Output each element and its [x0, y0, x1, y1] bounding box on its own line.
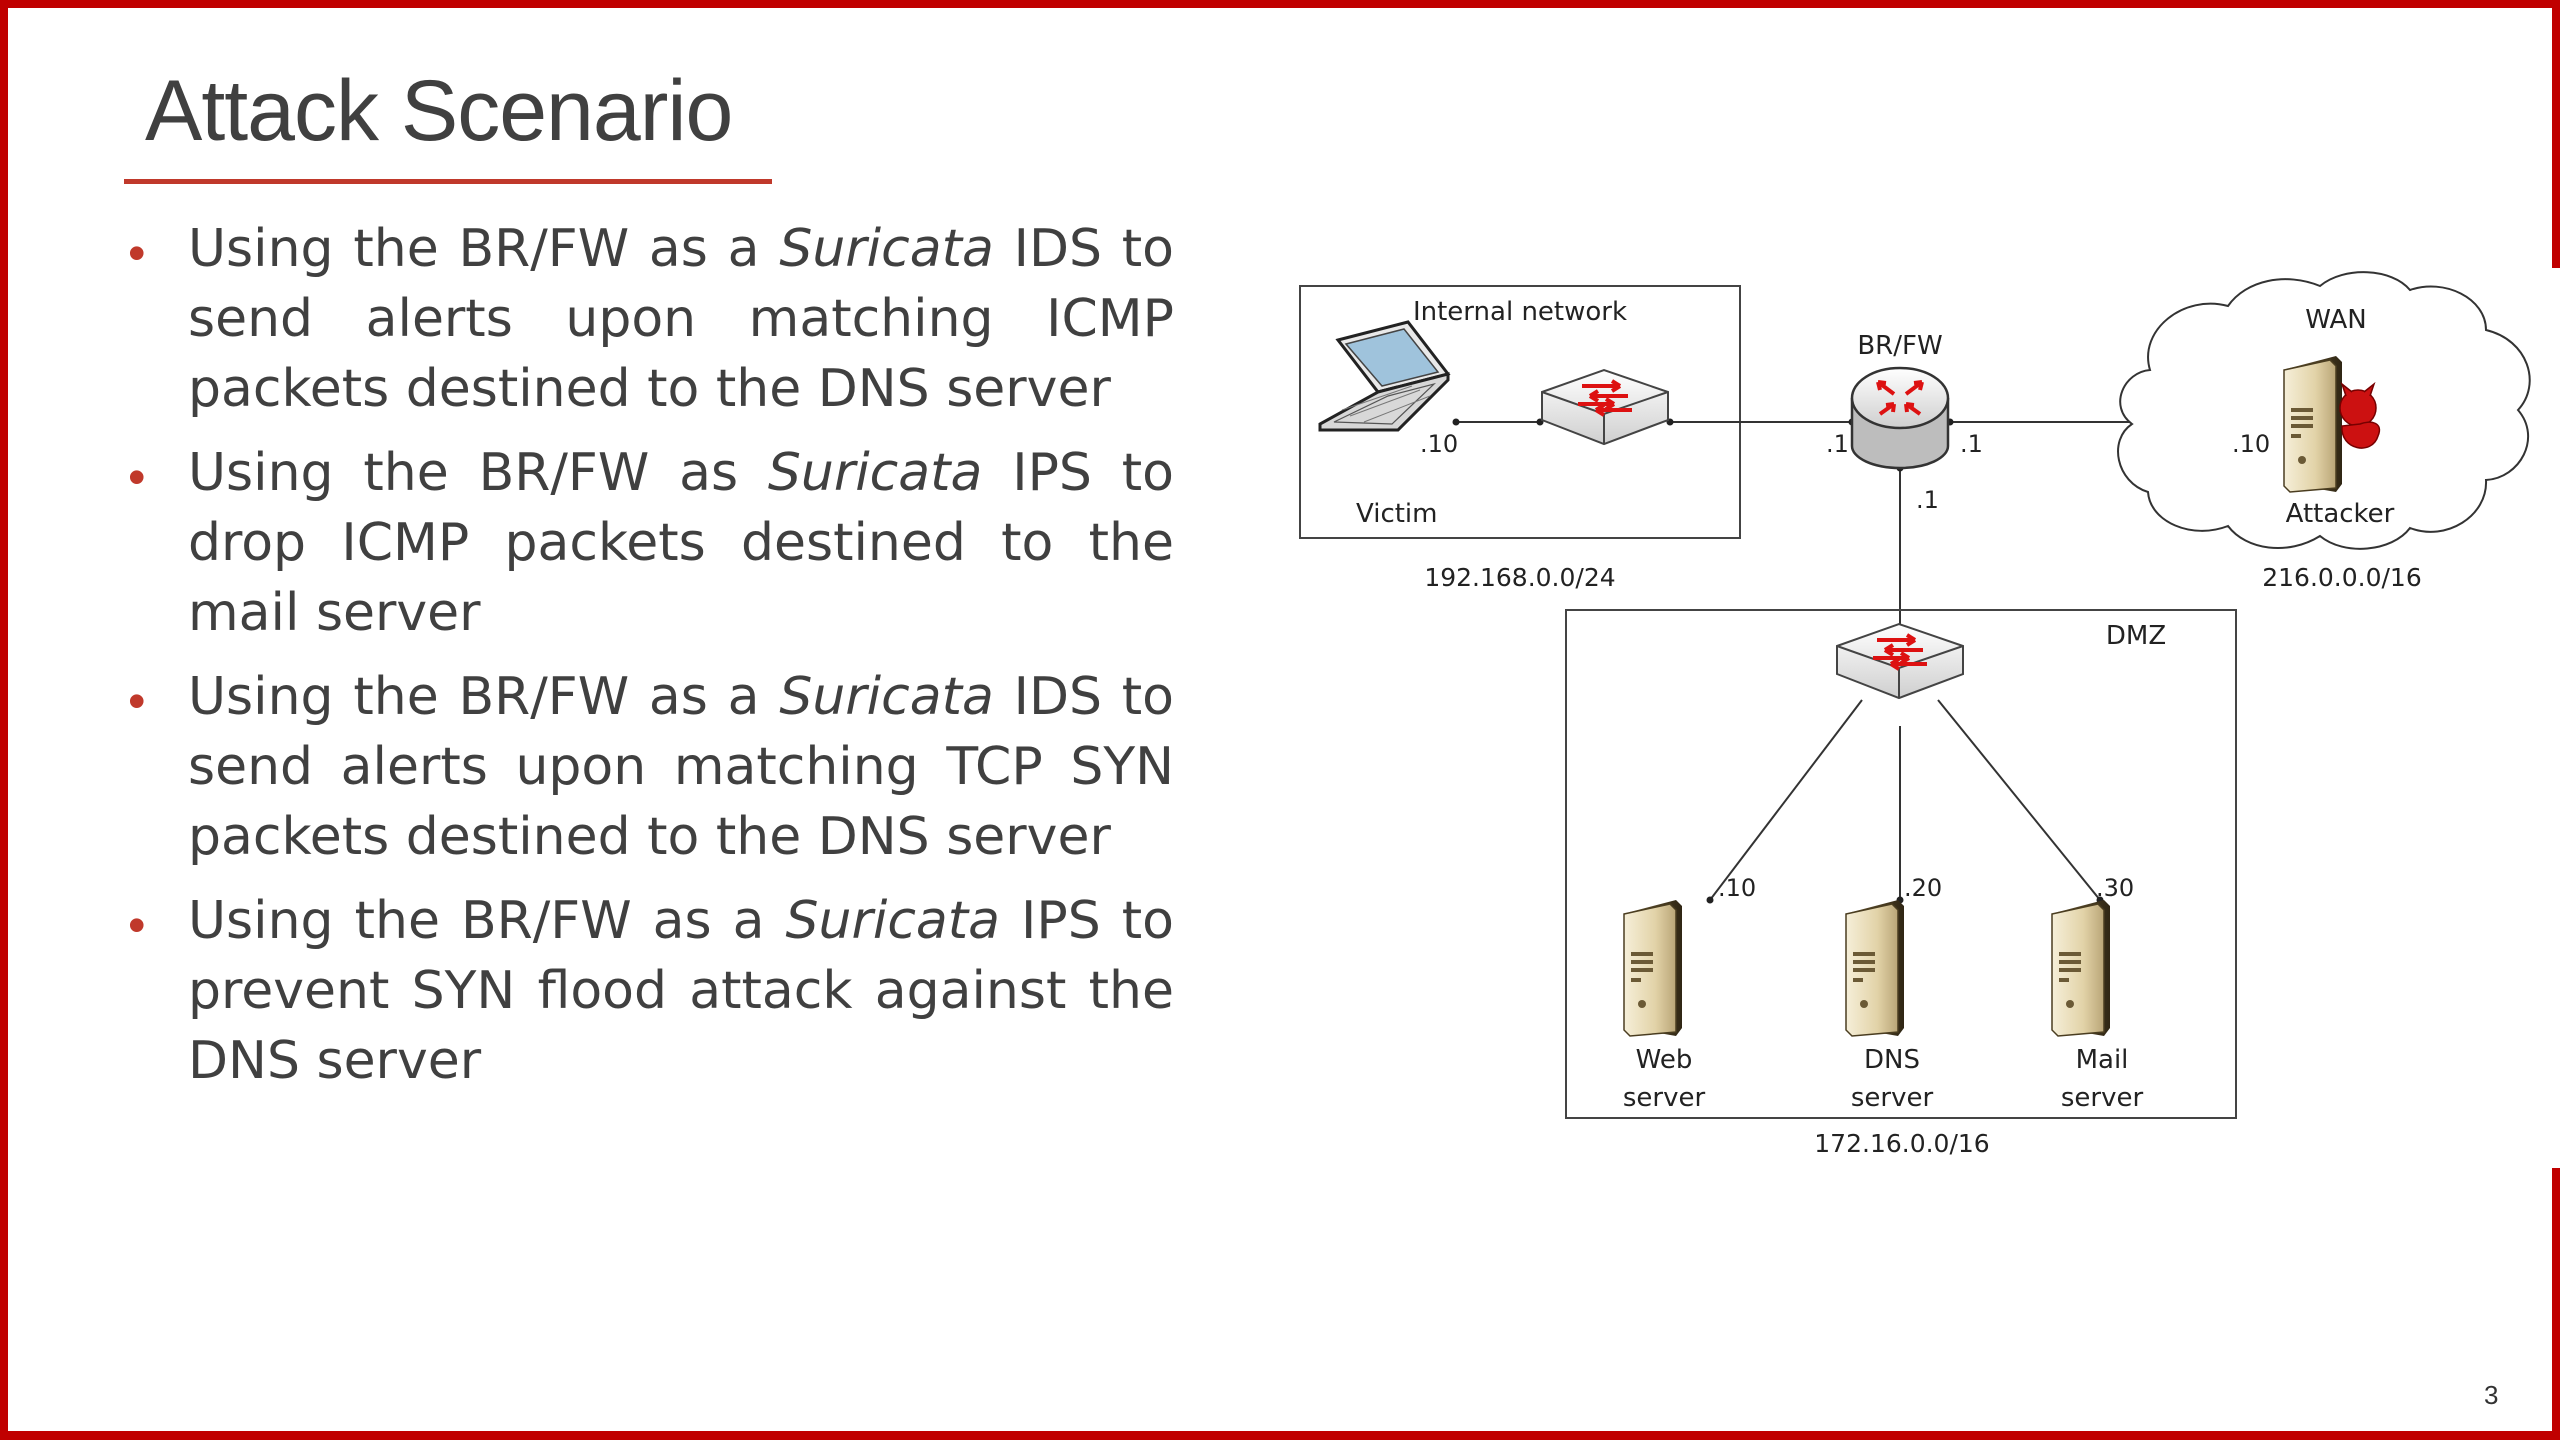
link-dmz-web — [1709, 699, 1863, 901]
dns-server-ip: .20 — [1904, 874, 1942, 902]
link-dmz-mail — [1937, 699, 2101, 901]
bullet-marker: • — [128, 897, 146, 953]
server-icon — [2051, 899, 2111, 1037]
dns-server-label-line1: DNS — [1864, 1045, 1920, 1075]
web-server-ip: .10 — [1718, 874, 1756, 902]
internal-network-label: Internal network — [1413, 297, 1627, 327]
slide-border-top — [0, 0, 2560, 8]
internal-subnet: 192.168.0.0/24 — [1424, 563, 1615, 592]
slide-border-left — [0, 0, 8, 1440]
victim-ip: .10 — [1420, 430, 1458, 458]
router-wan-ip: .1 — [1960, 430, 1983, 458]
server-icon — [1845, 899, 1905, 1037]
switch-icon — [1540, 368, 1670, 446]
router-internal-ip: .1 — [1826, 430, 1849, 458]
dns-server-label-line2: server — [1851, 1083, 1934, 1113]
bullet-marker: • — [128, 225, 146, 281]
slide-border-right-bottom — [2552, 1168, 2560, 1440]
mail-server-ip: .30 — [2096, 874, 2134, 902]
wan-label: WAN — [2305, 305, 2367, 335]
dmz-subnet: 172.16.0.0/16 — [1814, 1129, 1989, 1158]
laptop-icon — [1318, 320, 1451, 432]
bullet-text: Using the BR/FW as Suricata IPS to drop … — [188, 443, 1174, 643]
bullet-item: • Using the BR/FW as a Suricata IPS to p… — [124, 886, 1174, 1096]
title-underline — [124, 179, 772, 184]
network-diagram: Internal network .10 Victim — [1280, 260, 2552, 1180]
bullet-text: Using the BR/FW as a Suricata IPS to pre… — [188, 891, 1174, 1091]
mail-server-label-line1: Mail — [2076, 1045, 2129, 1075]
slide-border-bottom — [0, 1431, 2560, 1440]
dmz-box — [1565, 609, 2237, 1119]
bullet-item: • Using the BR/FW as a Suricata IDS to s… — [124, 662, 1174, 872]
router-label: BR/FW — [1857, 331, 1942, 361]
network-diagram-svg: Internal network .10 Victim — [1299, 271, 2531, 1158]
bullet-text: Using the BR/FW as a Suricata IDS to sen… — [188, 219, 1174, 419]
bullet-marker: • — [128, 673, 146, 729]
slide-title: Attack Scenario — [145, 63, 733, 159]
mail-server-label-line2: server — [2061, 1083, 2144, 1113]
bullet-text: Using the BR/FW as a Suricata IDS to sen… — [188, 667, 1174, 867]
switch-icon — [1835, 622, 1965, 700]
wan-subnet: 216.0.0.0/16 — [2262, 563, 2422, 592]
router-dmz-ip: .1 — [1916, 486, 1939, 514]
router-icon — [1850, 366, 1950, 470]
attacker-icon — [2283, 355, 2381, 493]
web-server-label-line2: server — [1623, 1083, 1706, 1113]
victim-label: Victim — [1356, 499, 1437, 529]
web-server-label-line1: Web — [1636, 1045, 1693, 1075]
bullet-item: • Using the BR/FW as Suricata IPS to dro… — [124, 438, 1174, 648]
slide-border-right-top — [2552, 0, 2560, 268]
bullet-list: • Using the BR/FW as a Suricata IDS to s… — [124, 214, 1174, 1110]
server-icon — [1623, 899, 1683, 1037]
dmz-label: DMZ — [2106, 621, 2166, 651]
attacker-ip: .10 — [2232, 430, 2270, 458]
page-number: 3 — [2484, 1380, 2499, 1410]
internal-network-box — [1299, 285, 1741, 539]
attacker-label: Attacker — [2286, 499, 2395, 529]
bullet-item: • Using the BR/FW as a Suricata IDS to s… — [124, 214, 1174, 424]
bullet-marker: • — [128, 449, 146, 505]
